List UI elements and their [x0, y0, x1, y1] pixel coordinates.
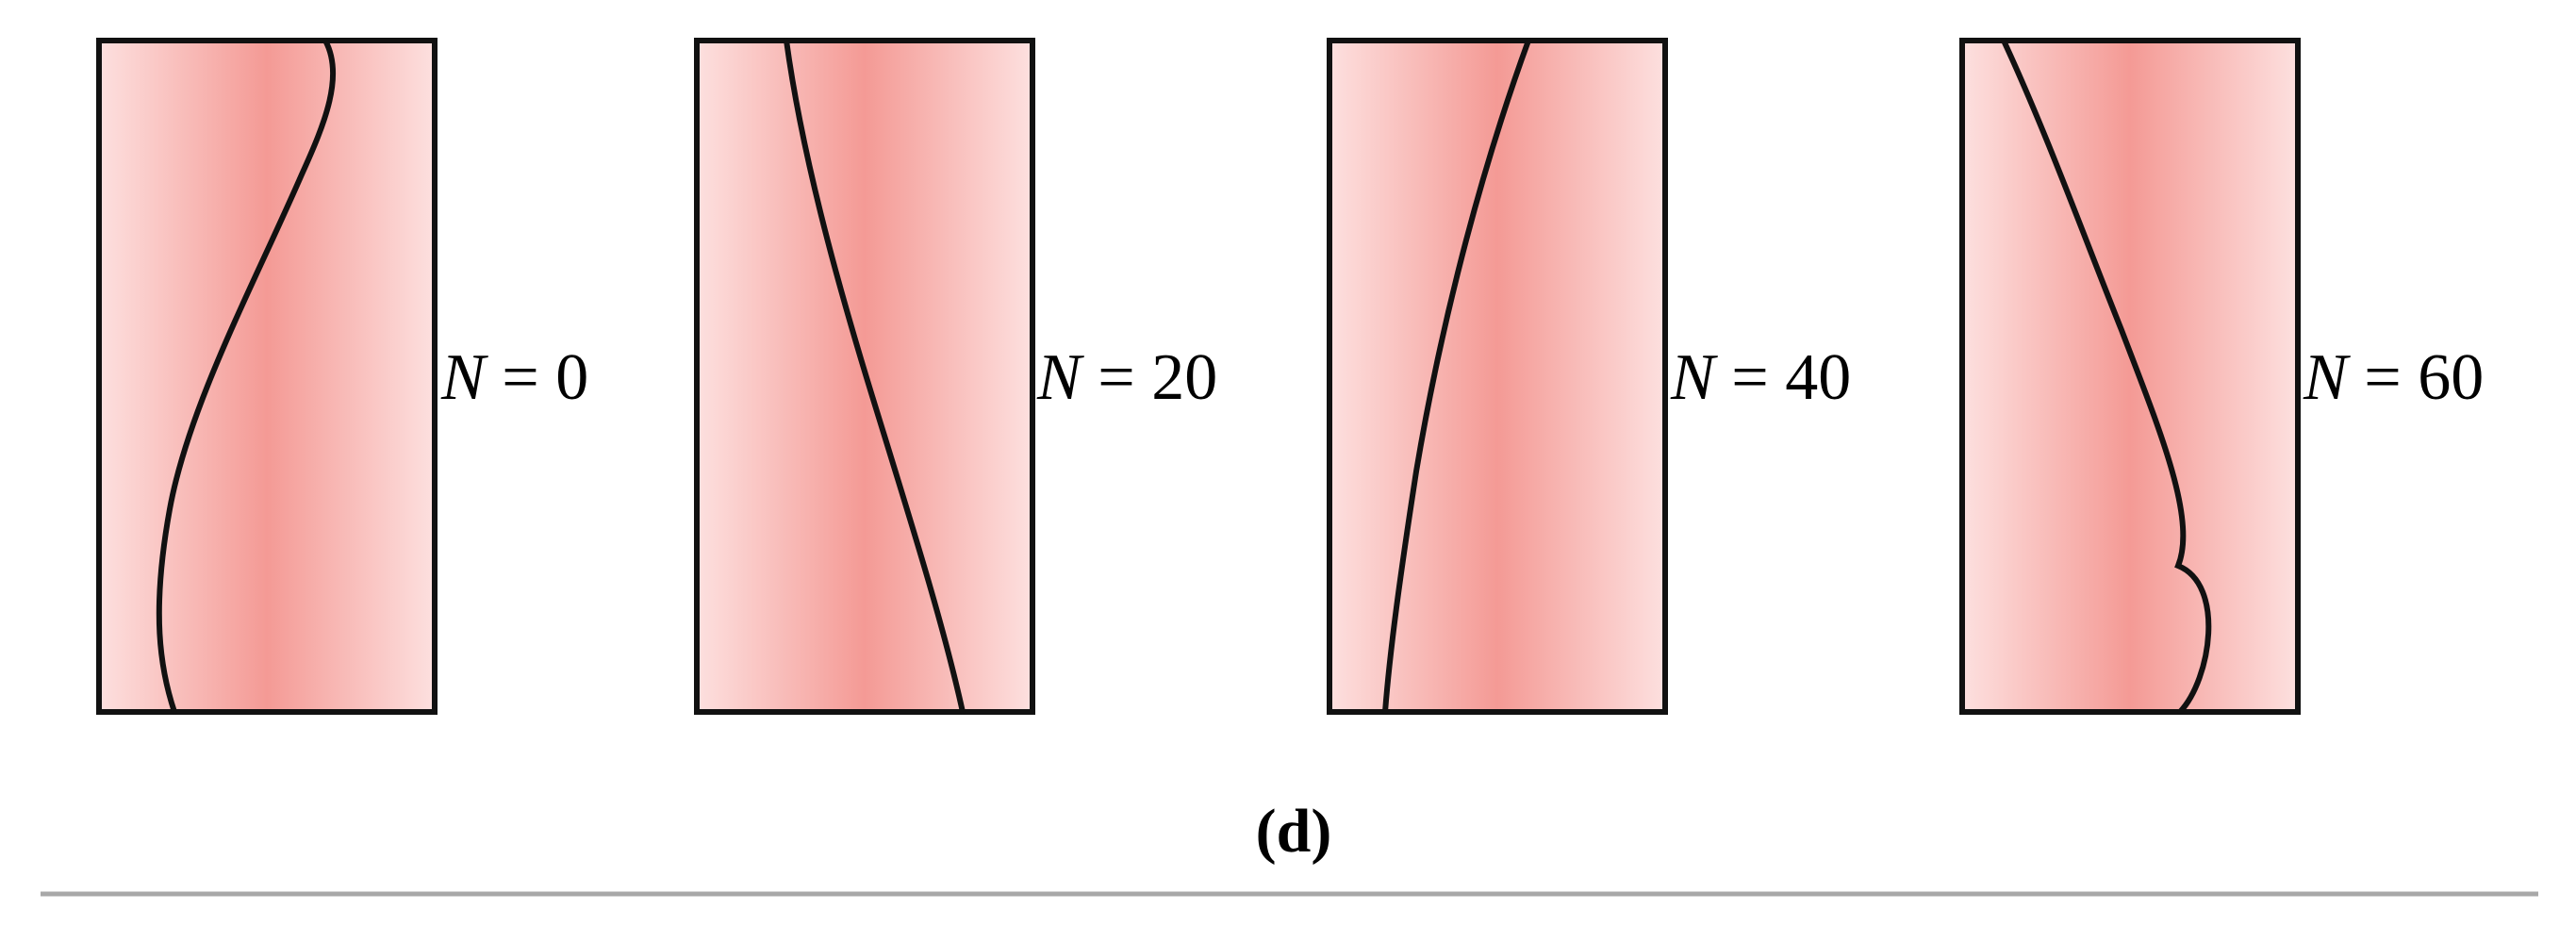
panel-1-var: N [440, 341, 488, 414]
panel-1-value: 0 [555, 341, 588, 414]
panel-2-label: N = 20 [1036, 341, 1217, 414]
panel-4-label: N = 60 [2303, 341, 2484, 414]
panel-1-curve [156, 38, 337, 715]
panel-3: N = 40 [1327, 38, 1851, 715]
panel-3-box [1327, 38, 1668, 715]
panel-2-var: N [1036, 341, 1084, 414]
panel-4-eq: = [2348, 341, 2418, 414]
panel-2: N = 20 [694, 38, 1217, 715]
panel-1-box [96, 38, 438, 715]
panel-4-value: 60 [2418, 341, 2484, 414]
panel-2-curve [784, 38, 966, 715]
panel-3-eq: = [1715, 341, 1785, 414]
panel-3-var: N [1670, 341, 1718, 414]
panel-4-box [1959, 38, 2301, 715]
panel-1: N = 0 [96, 38, 588, 715]
panel-4-var: N [2303, 341, 2351, 414]
panel-4: N = 60 [1959, 38, 2484, 715]
panel-2-value: 20 [1151, 341, 1217, 414]
panel-1-eq: = [486, 341, 555, 414]
panel-3-curve [1382, 38, 1531, 715]
panel-1-label: N = 0 [440, 341, 588, 414]
panel-3-value: 40 [1785, 341, 1851, 414]
panel-2-eq: = [1082, 341, 1151, 414]
panel-3-label: N = 40 [1670, 341, 1851, 414]
figure-caption: (d) [1256, 797, 1332, 866]
panel-4-curve [2001, 38, 2212, 715]
